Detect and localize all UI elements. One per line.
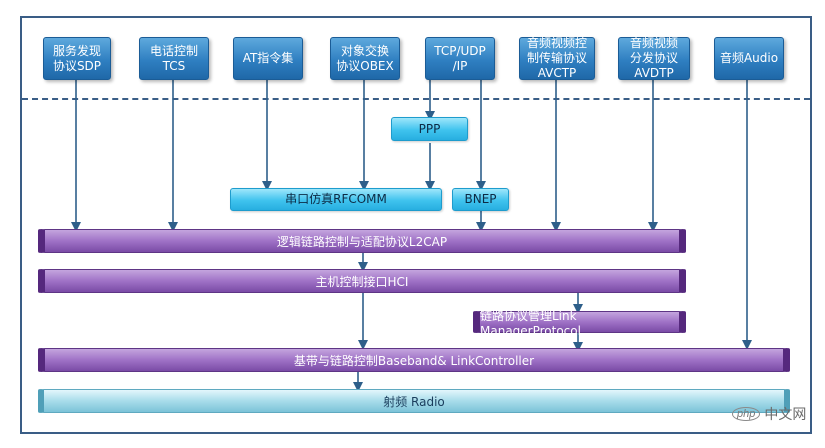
baseband-label: 基带与链路控制Baseband& LinkController <box>293 353 535 368</box>
l2cap-band: 逻辑链路控制与适配协议L2CAP <box>38 229 686 253</box>
ppp-box: PPP <box>391 117 468 141</box>
avctp-box: 音频视频控 制传输协议 AVCTP <box>519 36 595 80</box>
bnep-label: BNEP <box>464 192 497 206</box>
radio-label: 射频 Radio <box>383 394 445 409</box>
avctp-label: 音频视频控 制传输协议 AVCTP <box>526 36 587 80</box>
rfcomm-label: 串口仿真RFCOMM <box>285 192 387 206</box>
obex-label: 对象交换 协议OBEX <box>336 43 394 73</box>
watermark: php 中文网 <box>732 404 806 424</box>
at-commands-label: AT指令集 <box>242 51 294 65</box>
sdp-box: 服务发现 协议SDP <box>43 37 111 80</box>
php-logo: php <box>732 407 761 421</box>
audio-label: 音频Audio <box>719 51 779 65</box>
hci-label: 主机控制接口HCI <box>315 274 409 289</box>
l2cap-label: 逻辑链路控制与适配协议L2CAP <box>276 234 448 249</box>
tcs-box: 电话控制 TCS <box>139 37 209 80</box>
ppp-label: PPP <box>418 121 441 136</box>
tcs-label: 电话控制 TCS <box>149 43 198 73</box>
rfcomm-box: 串口仿真RFCOMM <box>230 188 442 211</box>
tcpip-box: TCP/UDP /IP <box>425 37 495 80</box>
avdtp-box: 音频视频 分发协议 AVDTP <box>618 36 690 80</box>
bnep-box: BNEP <box>452 188 509 211</box>
baseband-band: 基带与链路控制Baseband& LinkController <box>38 348 790 372</box>
watermark-text: 中文网 <box>764 406 807 422</box>
lmp-label: 链路协议管理Link ManagerProtocol <box>480 308 581 338</box>
tcpip-label: TCP/UDP /IP <box>434 43 486 73</box>
at-commands-box: AT指令集 <box>233 37 303 80</box>
hci-band: 主机控制接口HCI <box>38 269 686 293</box>
layer-divider-dashed-line <box>22 98 810 100</box>
obex-box: 对象交换 协议OBEX <box>330 37 400 80</box>
radio-band: 射频 Radio <box>38 389 790 413</box>
lmp-band: 链路协议管理Link ManagerProtocol <box>473 309 686 338</box>
audio-box: 音频Audio <box>714 37 784 80</box>
avdtp-label: 音频视频 分发协议 AVDTP <box>629 36 678 80</box>
sdp-label: 服务发现 协议SDP <box>52 43 102 73</box>
